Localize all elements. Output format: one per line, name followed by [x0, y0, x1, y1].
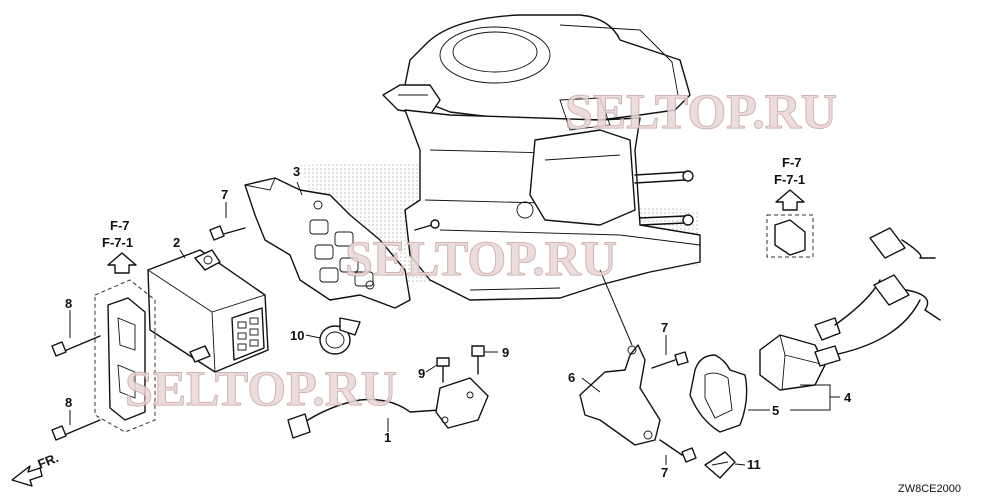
front-arrow-icon [11, 465, 43, 487]
watermark-middle: SELTOP.RU [345, 230, 617, 286]
callout-7-upper: 7 [221, 187, 228, 202]
callout-2: 2 [173, 235, 180, 250]
reference-right-line1: F-7 [782, 155, 802, 170]
callout-4: 4 [844, 390, 852, 405]
diagram-code: ZW8CE2000 [898, 483, 961, 495]
ignition-coil [759, 227, 941, 391]
callout-7-low: 7 [661, 465, 668, 480]
control-unit [147, 249, 269, 373]
reference-right-line2: F-7-1 [774, 172, 805, 187]
reference-left-line2: F-7-1 [102, 235, 133, 250]
callout-3: 3 [293, 164, 300, 179]
wire-clip [704, 451, 736, 479]
bolt-7-mid [651, 351, 689, 369]
leader-lines [69, 181, 840, 466]
bolt-8-lower [51, 419, 101, 441]
callout-9-left: 9 [418, 366, 425, 381]
screw-9-right [471, 345, 485, 375]
reference-part-right [766, 214, 814, 258]
callout-10: 10 [290, 328, 304, 343]
up-arrow-icon [775, 189, 805, 211]
rubber-cover [689, 354, 748, 433]
engine-assembly [300, 14, 701, 301]
bolt-7-upper [209, 225, 246, 241]
sensor-harness [287, 377, 489, 439]
callout-7-mid: 7 [661, 320, 668, 335]
callout-8-upper: 8 [65, 296, 72, 311]
direction-label: FR. [36, 450, 61, 472]
watermark-top: SELTOP.RU [565, 83, 837, 139]
screw-9-left [436, 357, 450, 383]
coil-bracket [579, 269, 661, 446]
callout-11: 11 [747, 457, 761, 472]
bolt-8-upper [51, 335, 101, 357]
reference-left-line1: F-7 [110, 218, 130, 233]
watermark-bottom: SELTOP.RU [125, 360, 397, 416]
mounting-bracket [244, 177, 411, 309]
callout-8-lower: 8 [65, 395, 72, 410]
hose-clamp [319, 317, 361, 355]
callout-9-right: 9 [502, 345, 509, 360]
callout-6: 6 [568, 370, 575, 385]
up-arrow-icon [107, 252, 137, 274]
callout-5: 5 [772, 403, 779, 418]
bolt-7-low [659, 439, 697, 463]
unit-bracket-assembly [94, 279, 156, 433]
callout-1: 1 [384, 430, 391, 445]
